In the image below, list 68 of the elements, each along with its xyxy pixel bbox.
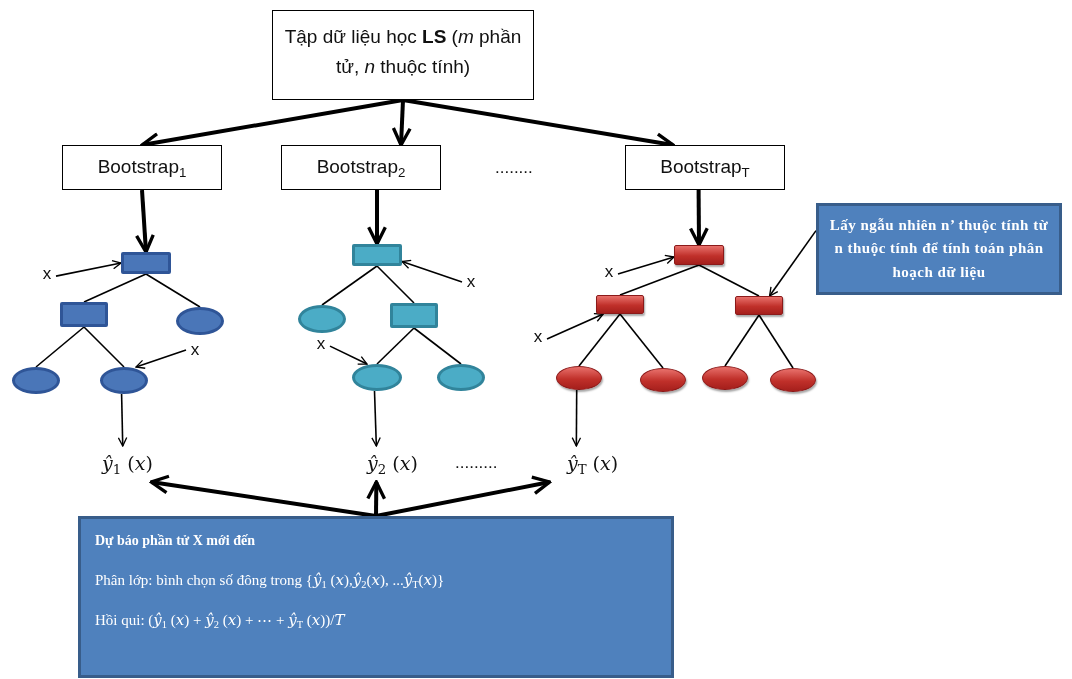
input-label: x: [529, 327, 547, 349]
tree-branch-line: [145, 273, 201, 308]
leaf-ellipse: [298, 305, 346, 333]
input-label: x: [600, 262, 618, 284]
tree-branch-line: [758, 314, 794, 369]
tree-node-box: [352, 244, 402, 266]
leaf-ellipse: [100, 367, 148, 394]
tree-node-box: [60, 302, 108, 327]
panel-heading: Dự báo phần tử X mới đến: [95, 533, 256, 549]
arrow: [134, 189, 155, 254]
arrow: [375, 475, 552, 518]
prediction-label: ŷ$_{2}$ (x): [345, 446, 440, 482]
arrow: [55, 259, 122, 277]
input-label: x: [462, 272, 480, 294]
tree-branch-line: [619, 264, 700, 296]
input-label: x: [38, 264, 56, 286]
leaf-ellipse: [556, 366, 602, 390]
tree-node-box: [390, 303, 438, 328]
tree-branch-line: [376, 265, 415, 304]
dataset-box: Tập dữ liệu học LS (m phần tử, n thuộc tính): [272, 10, 534, 100]
leaf-ellipse: [437, 364, 485, 391]
tree-branch-line: [83, 326, 125, 368]
tree-node-box: [596, 295, 644, 314]
ellipsis-text: .........: [455, 453, 498, 473]
arrow: [149, 474, 377, 518]
tree-branch-line: [83, 273, 147, 303]
arrow: [571, 389, 582, 447]
leaf-ellipse: [702, 366, 748, 390]
tree-branch-line: [413, 327, 462, 365]
arrow: [117, 393, 128, 447]
prediction-label: ŷ$_{1}$ (x): [80, 446, 175, 482]
leaf-ellipse: [12, 367, 60, 394]
arrow: [688, 190, 709, 247]
arrow: [366, 480, 387, 517]
prediction-label: ŷ$_{T}$ (x): [545, 446, 640, 482]
arrow: [617, 254, 675, 275]
bootstrap-box: Bootstrap$_{T}$: [625, 145, 785, 190]
prediction-panel: [78, 516, 674, 678]
tree-node-box: [121, 252, 171, 274]
input-label: x: [186, 340, 204, 362]
leaf-ellipse: [352, 364, 402, 391]
bootstrap-box: Bootstrap$_{1}$: [62, 145, 222, 190]
arrow: [391, 99, 412, 147]
arrow: [546, 312, 604, 340]
ellipsis-text: ........: [495, 158, 533, 178]
arrow: [367, 190, 387, 246]
leaf-ellipse: [770, 368, 816, 392]
tree-branch-line: [376, 327, 415, 365]
arrow: [371, 390, 381, 447]
bootstrap-box: Bootstrap$_{2}$: [281, 145, 441, 190]
arrow: [135, 349, 187, 369]
tree-branch-line: [724, 314, 760, 367]
tree-branch-line: [619, 313, 664, 369]
tree-branch-line: [321, 265, 378, 306]
arrow: [329, 345, 368, 365]
formula-text: Phân lớp: bình chọn số đông trong {ŷ$_{1}$ (x),ŷ$_{2}$(x), ...ŷ$_{T}$(x)}: [95, 571, 446, 589]
tree-branch-line: [698, 264, 760, 297]
tree-branch-line: [35, 326, 85, 368]
leaf-ellipse: [640, 368, 686, 392]
callout-box: Lấy ngẫu nhiên n’ thuộc tính từ n thuộc tính để tính toán phân hoạch dữ liệu: [816, 203, 1062, 295]
tree-branch-line: [578, 313, 621, 367]
tree-node-box: [674, 245, 724, 265]
tree-node-box: [735, 296, 783, 315]
arrow: [401, 259, 463, 283]
arrow: [768, 229, 817, 297]
formula-text: Hồi qui: (ŷ$_{1}$ (x) + ŷ$_{2}$ (x) + ⋯ + ŷ$_{T}$ (x))/T: [95, 611, 347, 629]
leaf-ellipse: [176, 307, 224, 335]
input-label: x: [312, 334, 330, 356]
